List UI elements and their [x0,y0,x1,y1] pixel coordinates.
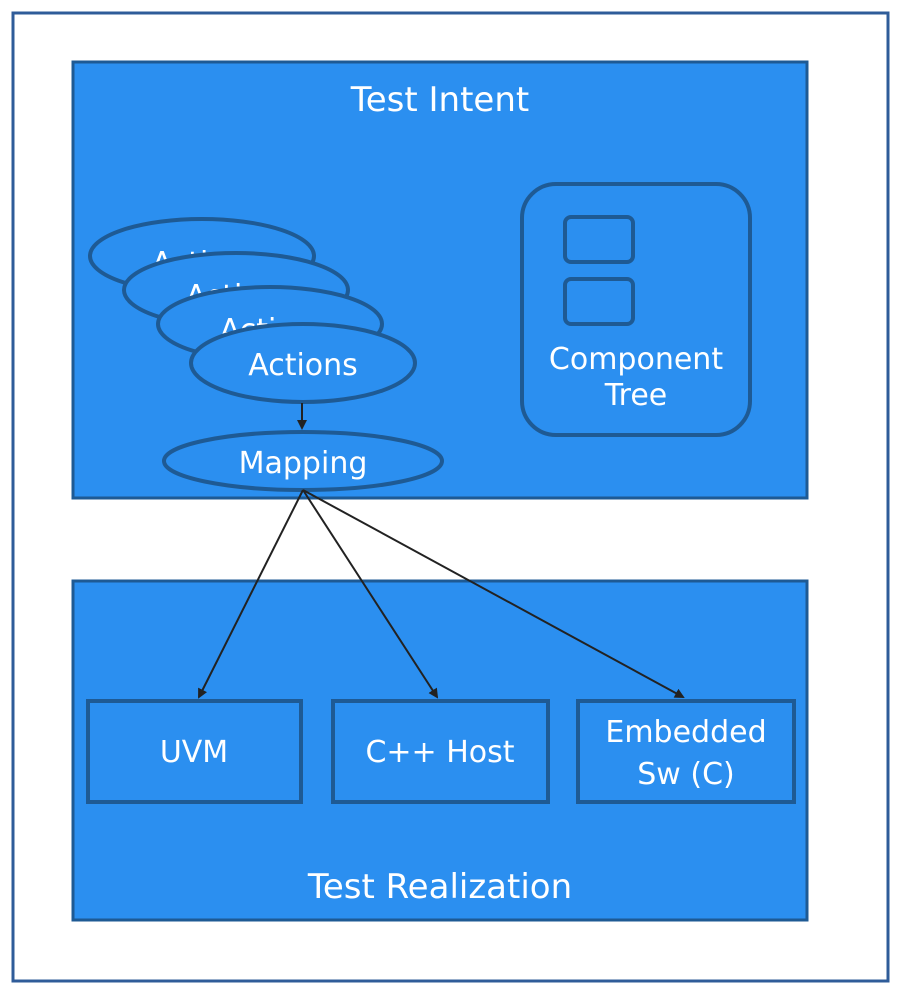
test-realization-title: Test Realization [307,867,572,907]
mapping-to-embedded-arrow [302,489,685,698]
component-tree-label-line1: Component [549,342,723,377]
test-intent-title: Test Intent [350,80,529,120]
component-tree: Component Tree [520,182,752,437]
actions-ellipse [189,322,417,404]
cpp-host-label: C++ Host [365,735,514,770]
mapping-label: Mapping [239,446,368,481]
actions-label: Actions [248,348,358,383]
embedded-sw-label-line1: Embedded [605,715,766,750]
test-realization-panel: UVM C++ Host Embedded Sw (C) Test Realiz… [71,579,809,922]
embedded-sw-box [576,699,796,804]
cpp-host-box [331,699,550,804]
embedded-sw-label-line2: Sw (C) [637,757,734,792]
component-tree-label-line2: Tree [604,378,668,413]
mapping-to-cpp-host-arrow [302,489,439,699]
component-node-bottom [563,277,635,326]
actions-stack: Acti Acti Acti Actions [88,217,417,404]
uvm-label: UVM [160,735,228,770]
test-intent-panel: Test Intent Acti Acti Acti Actions Mappi… [71,60,809,500]
mapping-to-uvm-arrow [198,489,304,699]
component-node-top [563,215,635,264]
mapping-arrows [198,489,685,699]
uvm-box [86,699,303,804]
